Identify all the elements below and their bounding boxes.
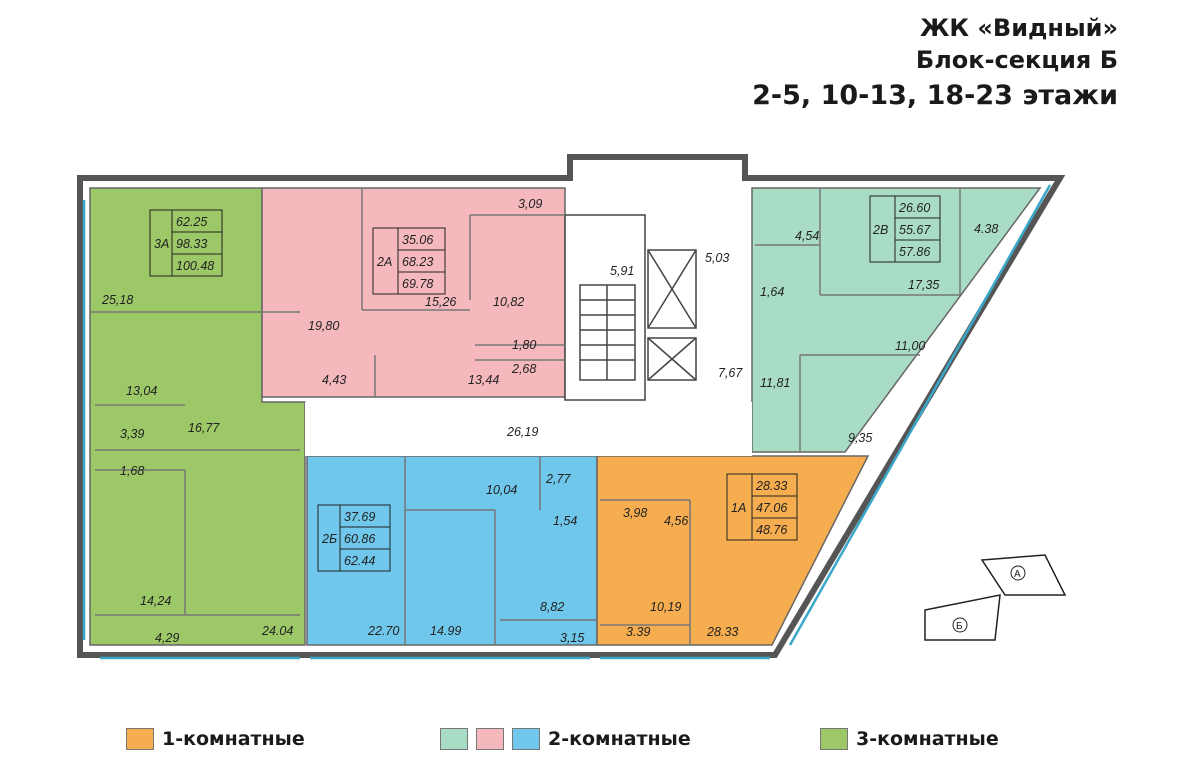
room-label: 1,54 [553,514,577,528]
room-label: 3,98 [623,506,647,520]
area-1a-living: 28.33 [755,479,787,493]
room-label: 16,77 [188,421,220,435]
room-label: 5,91 [610,264,634,278]
swatch-blue [512,728,540,750]
area-1a-full: 48.76 [756,523,787,537]
legend-three-room: 3-комнатные [820,724,999,754]
windows [82,184,1052,660]
room-label: 3,09 [518,197,542,211]
room-label: 10,04 [486,483,517,497]
legend-three-room-label: 3-комнатные [856,728,999,750]
room-label: 3,39 [120,427,144,441]
legend-one-room-label: 1-комнатные [162,728,305,750]
swatch-light-green [820,728,848,750]
room-label: 4,56 [664,514,688,528]
area-2a-full: 69.78 [402,277,433,291]
room-labels: 3,09 5,91 5,03 25,18 15,26 10,82 19,80 1… [101,197,998,645]
room-label: 10,19 [650,600,681,614]
area-1a-total: 47.06 [756,501,787,515]
swatch-green [440,728,468,750]
apt-code-1a: 1А [731,501,746,515]
apt-code-2v: 2В [872,223,888,237]
key-plan-label-b: Б [956,621,963,632]
area-2a-living: 35.06 [402,233,433,247]
room-label: 9,35 [848,431,872,445]
area-3a-living: 62.25 [176,215,207,229]
room-label: 13,04 [126,384,157,398]
room-label: 2,68 [511,362,536,376]
apt-code-2a: 2А [376,255,392,269]
room-label: 4,29 [155,631,179,645]
apartment-1a[interactable] [596,455,870,646]
stair-core [564,214,697,401]
info-box-2a: 2А 35.06 68.23 69.78 [372,227,446,295]
room-label: 5,03 [705,251,729,265]
room-label: 1,64 [760,285,784,299]
area-3a-full: 100.48 [176,259,214,273]
room-label: 1,68 [120,464,144,478]
info-box-2b: 2Б 37.69 60.86 62.44 [317,504,391,572]
legend-two-room: 2-комнатные [440,724,691,754]
area-2b-total: 60.86 [344,532,375,546]
room-label: 19,80 [308,319,339,333]
area-2v-full: 57.86 [899,245,930,259]
room-label: 15,26 [425,295,456,309]
key-plan-label-a: А [1014,569,1021,580]
room-label: 28.33 [706,625,738,639]
area-2b-full: 62.44 [344,554,375,568]
area-2b-living: 37.69 [344,510,375,524]
room-label: 13,44 [468,373,499,387]
room-label: 11,00 [895,339,925,353]
area-2v-living: 26.60 [898,201,930,215]
room-label: 3,15 [560,631,584,645]
block-section-title: Блок-секция Б [915,46,1118,74]
partitions [90,188,961,645]
area-2a-total: 68.23 [402,255,433,269]
swatch-pink [476,728,504,750]
key-plan-section-b [924,594,1001,641]
complex-name: ЖК «Видный» [920,14,1118,42]
room-label: 1,80 [512,338,536,352]
room-label: 4,43 [322,373,346,387]
room-label: 26,19 [506,425,538,439]
legend-two-room-label: 2-комнатные [548,728,691,750]
room-label: 17,35 [908,278,939,292]
apt-code-3a: 3А [154,237,169,251]
area-2v-total: 55.67 [899,223,931,237]
room-label: 22.70 [367,624,399,638]
key-plan: А Б [924,554,1067,641]
room-label: 7,67 [718,366,743,380]
swatch-orange [126,728,154,750]
room-label: 3.39 [626,625,650,639]
room-label: 25,18 [101,293,133,307]
room-label: 8,82 [540,600,564,614]
area-3a-total: 98.33 [176,237,207,251]
room-label: 24.04 [261,624,293,638]
corridor [305,402,752,456]
room-label: 2,77 [545,472,571,486]
room-label: 4.38 [974,222,998,236]
room-label: 4,54 [795,229,819,243]
room-label: 10,82 [493,295,524,309]
info-box-1a: 1А 28.33 47.06 48.76 [726,473,798,541]
room-label: 14,24 [140,594,171,608]
room-label: 14.99 [430,624,461,638]
floors-title: 2-5, 10-13, 18-23 этажи [752,80,1118,111]
apartment-2v[interactable] [751,187,1042,453]
legend-one-room: 1-комнатные [126,724,305,754]
info-box-3a: 3А 62.25 98.33 100.48 [149,209,223,277]
apt-code-2b: 2Б [321,532,337,546]
info-box-2v: 2В 26.60 55.67 57.86 [869,195,941,263]
room-label: 11,81 [760,376,790,390]
